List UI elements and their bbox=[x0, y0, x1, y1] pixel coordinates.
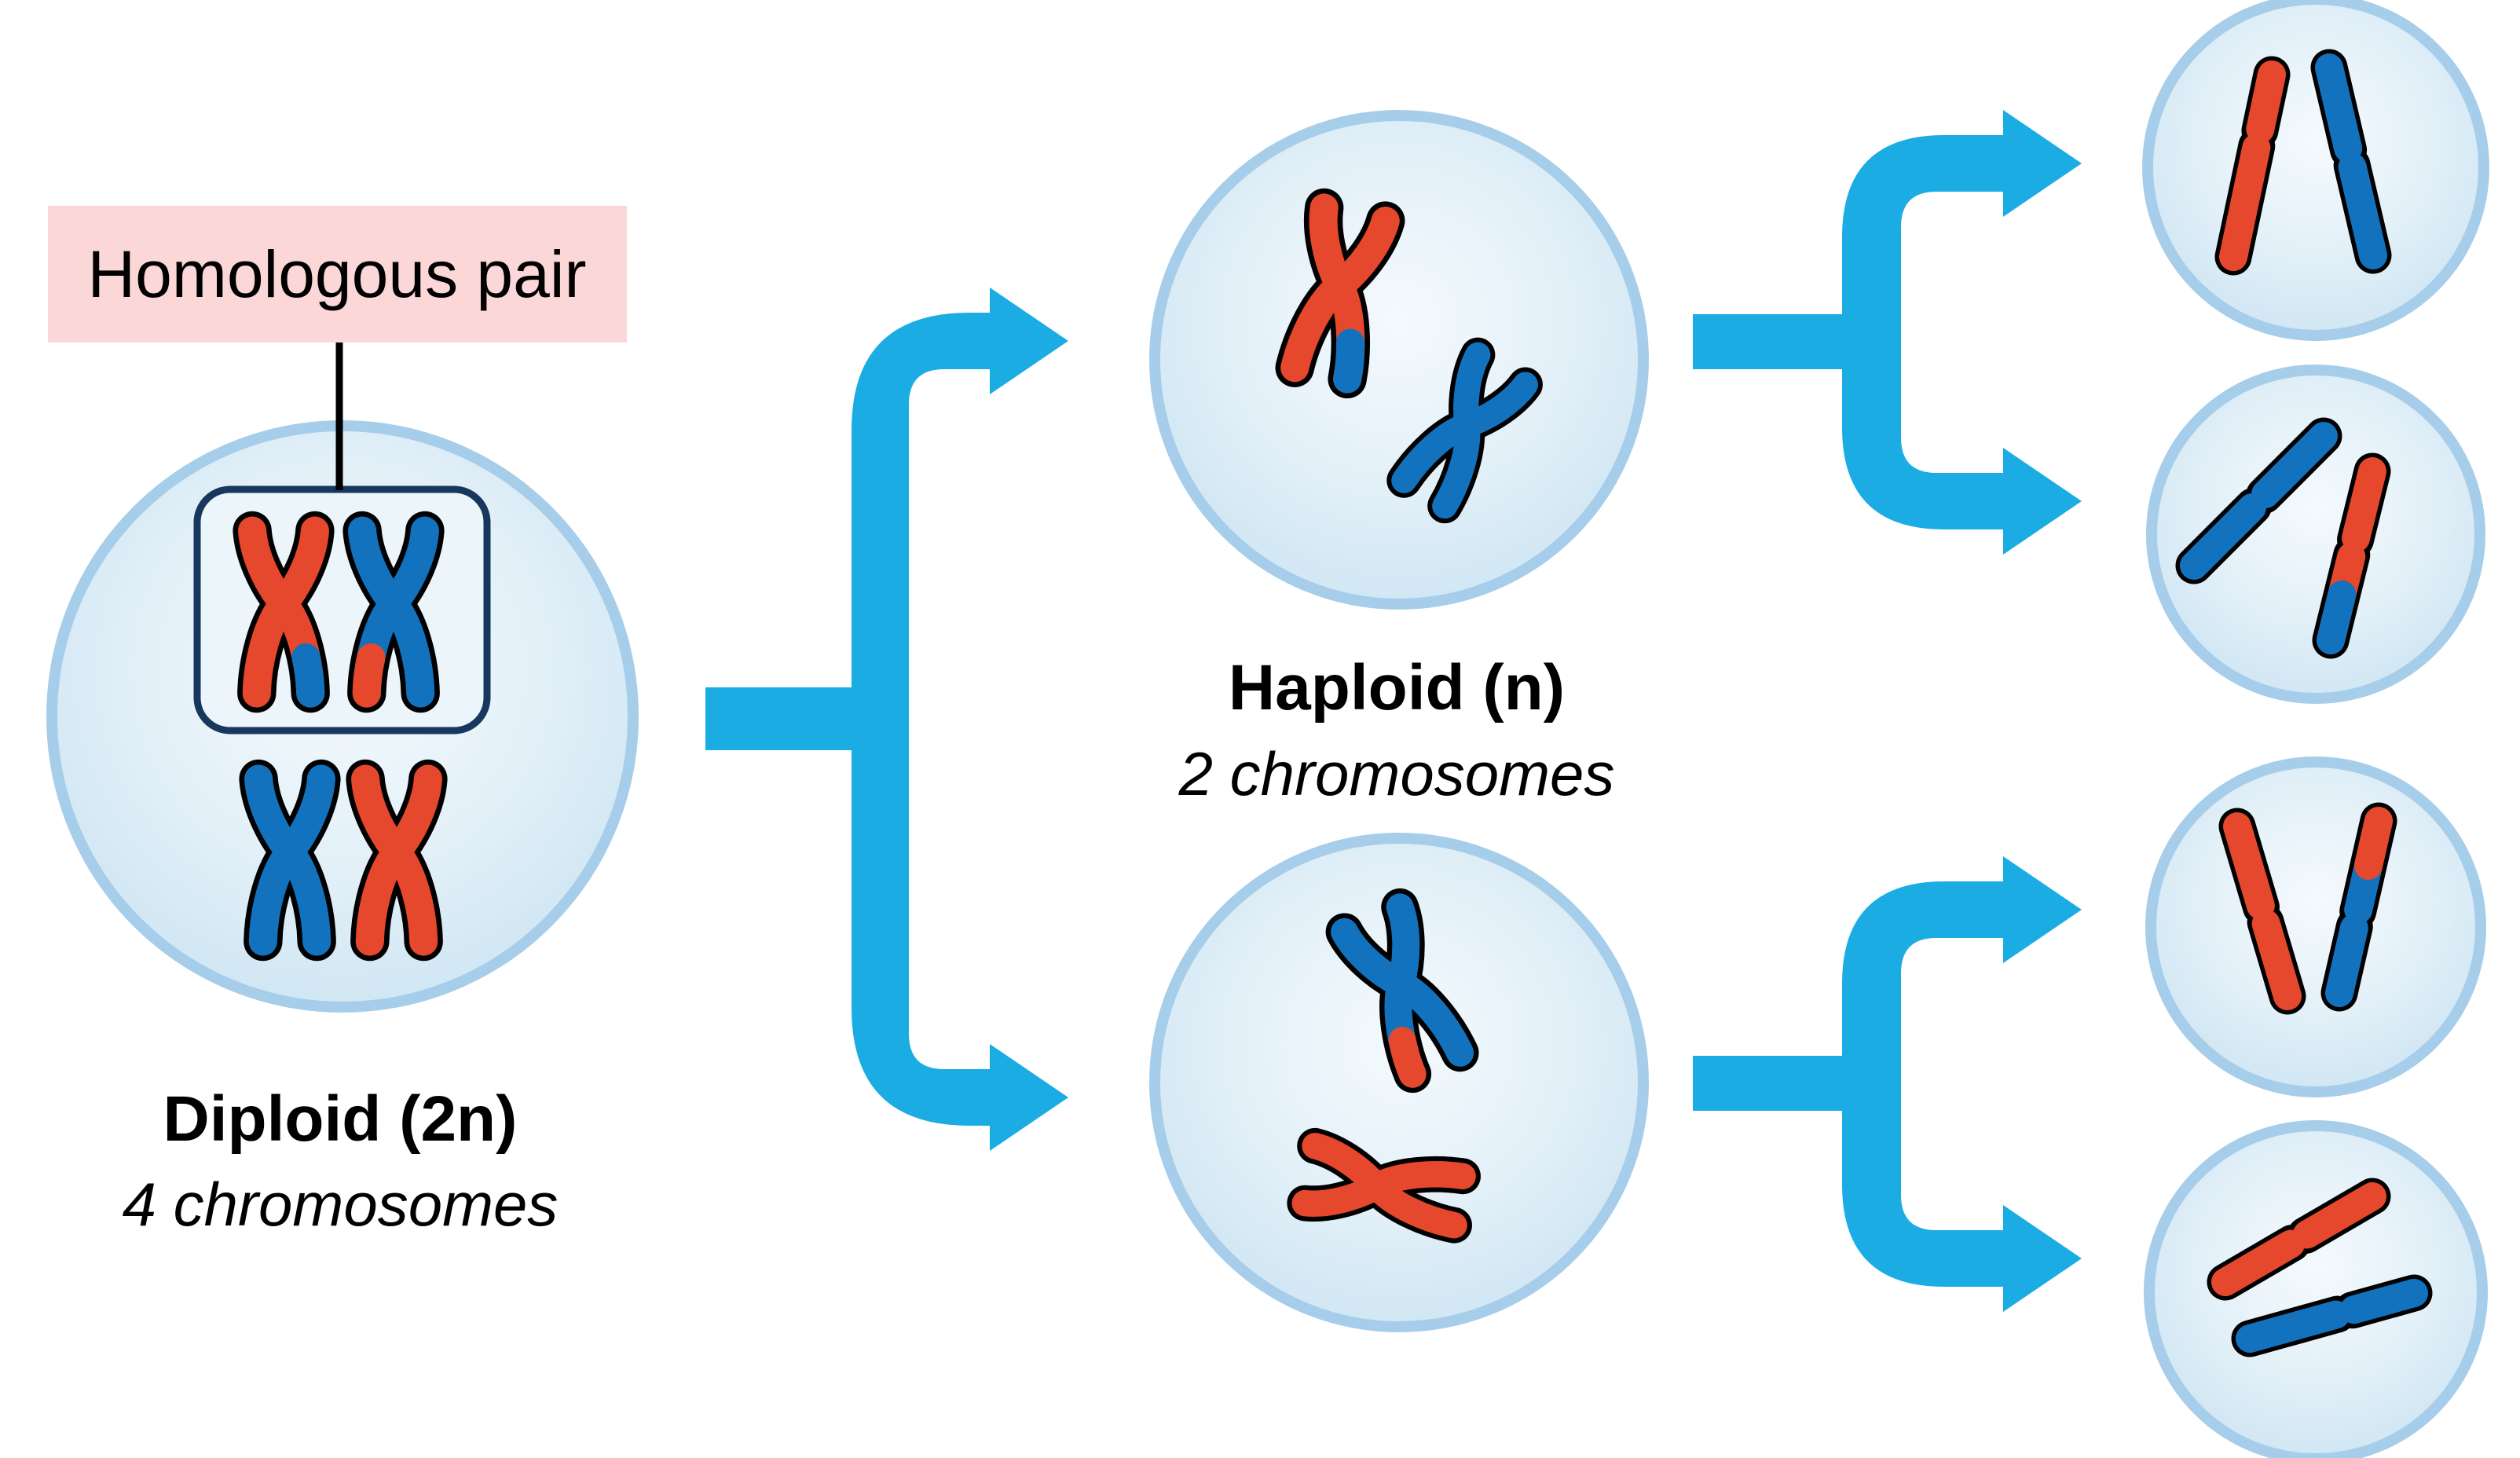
chromatid-red bbox=[2207, 1178, 2391, 1301]
cell-haploid-top bbox=[1149, 110, 1649, 610]
chromatid-blue bbox=[2320, 802, 2397, 1012]
arrows-layer bbox=[705, 110, 2082, 1312]
chromatid-red bbox=[2218, 808, 2306, 1015]
annotation-callout: Homologous pair bbox=[48, 206, 627, 490]
cell-gamete-3 bbox=[2145, 756, 2486, 1097]
haploid-title: Haploid (n) bbox=[1229, 652, 1565, 724]
chromatid-blue bbox=[2310, 49, 2392, 274]
chromosomes-layer bbox=[233, 49, 2433, 1357]
chromosome-x-red bbox=[1287, 1127, 1481, 1244]
haploid-subtitle: 2 chromosomes bbox=[1178, 739, 1615, 808]
diploid-title: Diploid (2n) bbox=[163, 1083, 518, 1155]
stage-labels: Diploid (2n) 4 chromosomes Haploid (n) 2… bbox=[123, 652, 1615, 1239]
chromosome-x-red bbox=[233, 511, 335, 713]
chromatid-red bbox=[2214, 56, 2291, 276]
annotation-box bbox=[48, 206, 627, 343]
arrow-meiosis-division-2-bottom bbox=[1693, 856, 2082, 1312]
chromosome-x-blue bbox=[239, 759, 341, 962]
chromosome-x-blue bbox=[342, 511, 445, 713]
chromatid-blue bbox=[2231, 1274, 2433, 1357]
chromosome-x-red bbox=[1275, 188, 1405, 399]
chromatid-red bbox=[2312, 452, 2391, 659]
chromosome-x-blue bbox=[1325, 888, 1479, 1094]
diploid-subtitle: 4 chromosomes bbox=[123, 1170, 559, 1239]
annotation-label: Homologous pair bbox=[87, 237, 586, 311]
cell-gamete-2 bbox=[2146, 364, 2485, 704]
chromatid-blue bbox=[2175, 417, 2342, 584]
arrow-meiosis-division-1 bbox=[705, 288, 1068, 1151]
chromosome-x-blue bbox=[1386, 337, 1543, 524]
cell-gamete-1 bbox=[2142, 0, 2489, 341]
cell-gamete-4 bbox=[2144, 1120, 2488, 1458]
chromosome-x-red bbox=[346, 759, 448, 962]
arrow-meiosis-division-2-top bbox=[1693, 110, 2082, 555]
